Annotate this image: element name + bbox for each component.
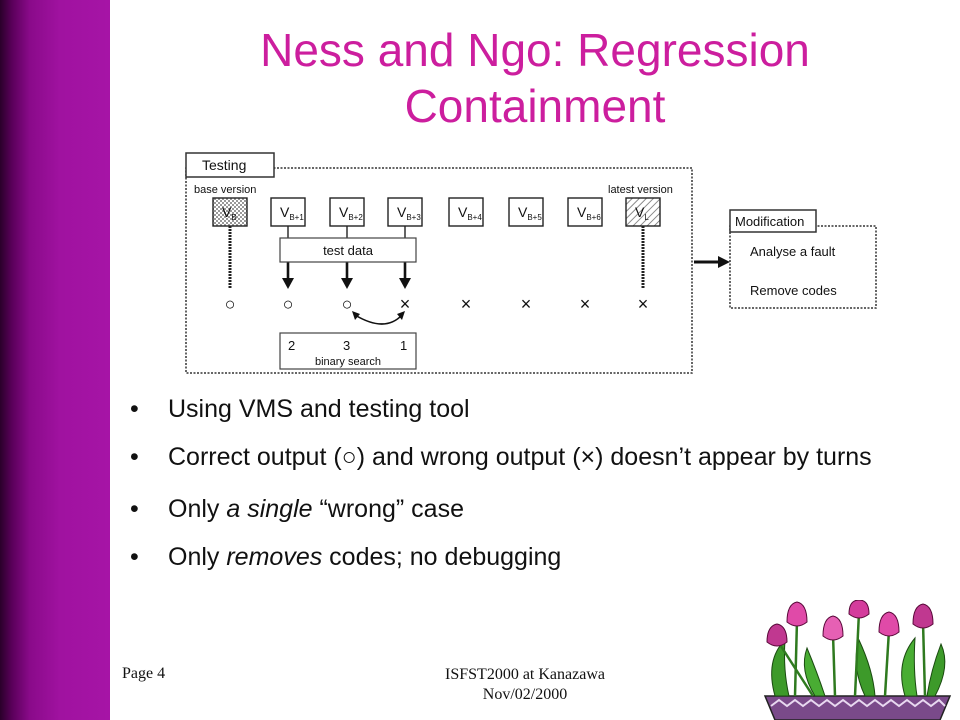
leaf <box>926 642 946 697</box>
bullet-item: • Correct output (○) and wrong output (×… <box>130 441 960 473</box>
decorative-sidebar <box>0 0 110 720</box>
tulip-clipart-image <box>763 600 952 720</box>
bullet-item: • Only a single “wrong” case <box>130 493 960 525</box>
bullet-text-emphasis: removes <box>226 543 323 571</box>
bullet-list: • Using VMS and testing tool • Correct o… <box>130 393 960 589</box>
page-number: Page 4 <box>122 665 166 682</box>
tulip-bloom <box>912 603 934 629</box>
leaf <box>771 638 790 697</box>
test-arrowhead <box>282 278 294 289</box>
result-symbol: ○ <box>225 294 236 314</box>
modification-frame <box>729 225 877 309</box>
bullet-item: • Using VMS and testing tool <box>130 393 960 425</box>
modification-label: Modification <box>735 214 804 229</box>
conference-name: ISFST2000 at Kanazawa <box>445 666 605 683</box>
modification-tab <box>729 209 817 233</box>
search-curve-head-right <box>397 311 405 320</box>
result-symbol: × <box>638 294 649 314</box>
footer-conference: ISFST2000 at Kanazawa Nov/02/2000 <box>400 665 650 705</box>
tulip-bloom <box>822 615 844 641</box>
bullet-text-emphasis: a single <box>226 495 313 523</box>
binary-search-label: binary search <box>315 356 381 368</box>
stem <box>853 611 861 697</box>
test-data-box <box>279 237 417 263</box>
tulip-bloom <box>766 623 788 647</box>
stem <box>793 619 799 697</box>
tulip-bloom <box>878 611 900 637</box>
analyse-fault-label: Analyse a fault <box>750 244 836 259</box>
version-box <box>270 197 306 227</box>
remove-codes-label: Remove codes <box>750 283 837 298</box>
leaf <box>803 646 826 697</box>
bullet-text-pre: Only <box>168 495 227 523</box>
search-order-1: 2 <box>288 338 295 353</box>
to-modification-arrowhead <box>718 256 730 268</box>
result-symbol: × <box>521 294 532 314</box>
result-symbol: ○ <box>342 294 353 314</box>
search-order-2: 3 <box>343 338 350 353</box>
bullet-dot: • <box>130 395 139 423</box>
bullet-text-post: “wrong” case <box>312 495 464 523</box>
result-symbol: ○ <box>283 294 294 314</box>
base-version-label: base version <box>194 184 256 196</box>
bullet-dot: • <box>130 543 139 571</box>
binary-search-box <box>279 332 417 370</box>
version-box <box>387 197 423 227</box>
search-curve-arrow <box>354 314 403 325</box>
version-box <box>567 197 603 227</box>
tulip-bloom <box>848 600 870 619</box>
search-order-3: 1 <box>400 338 407 353</box>
version-box <box>508 197 544 227</box>
search-curve-head-left <box>352 311 360 320</box>
bullet-item: • Only removes codes; no debugging <box>130 541 960 573</box>
testing-frame <box>185 167 693 374</box>
test-arrowhead <box>341 278 353 289</box>
leaf <box>855 638 876 697</box>
bullet-text-pre: Only <box>168 543 227 571</box>
testing-tab <box>185 152 275 178</box>
stem <box>775 639 815 697</box>
stem <box>883 629 891 697</box>
bullet-dot: • <box>130 495 139 523</box>
bullet-text: Correct output (○) and wrong output (×) … <box>168 443 872 471</box>
version-box <box>625 197 661 227</box>
results-row: ○ ○ ○ × × × × × <box>225 294 649 314</box>
bullet-text: Using VMS and testing tool <box>168 395 470 423</box>
stem <box>831 633 837 697</box>
test-data-label: test data <box>323 243 374 258</box>
leaf <box>901 636 918 697</box>
planter-zigzag <box>770 698 946 708</box>
bullet-text-post: codes; no debugging <box>322 543 562 571</box>
title-line-1: Ness and Ngo: Regression <box>260 24 810 76</box>
stem <box>921 621 927 697</box>
result-symbol: × <box>400 294 411 314</box>
test-arrowhead <box>399 278 411 289</box>
slide-title: Ness and Ngo: Regression Containment <box>110 22 960 134</box>
conference-date: Nov/02/2000 <box>482 686 568 703</box>
version-box <box>448 197 484 227</box>
result-symbol: × <box>580 294 591 314</box>
title-line-2: Containment <box>404 80 666 132</box>
result-symbol: × <box>461 294 472 314</box>
latest-version-label: latest version <box>608 184 673 196</box>
bullet-dot: • <box>130 443 139 471</box>
testing-label: Testing <box>202 157 246 173</box>
tulip-bloom <box>786 601 808 627</box>
